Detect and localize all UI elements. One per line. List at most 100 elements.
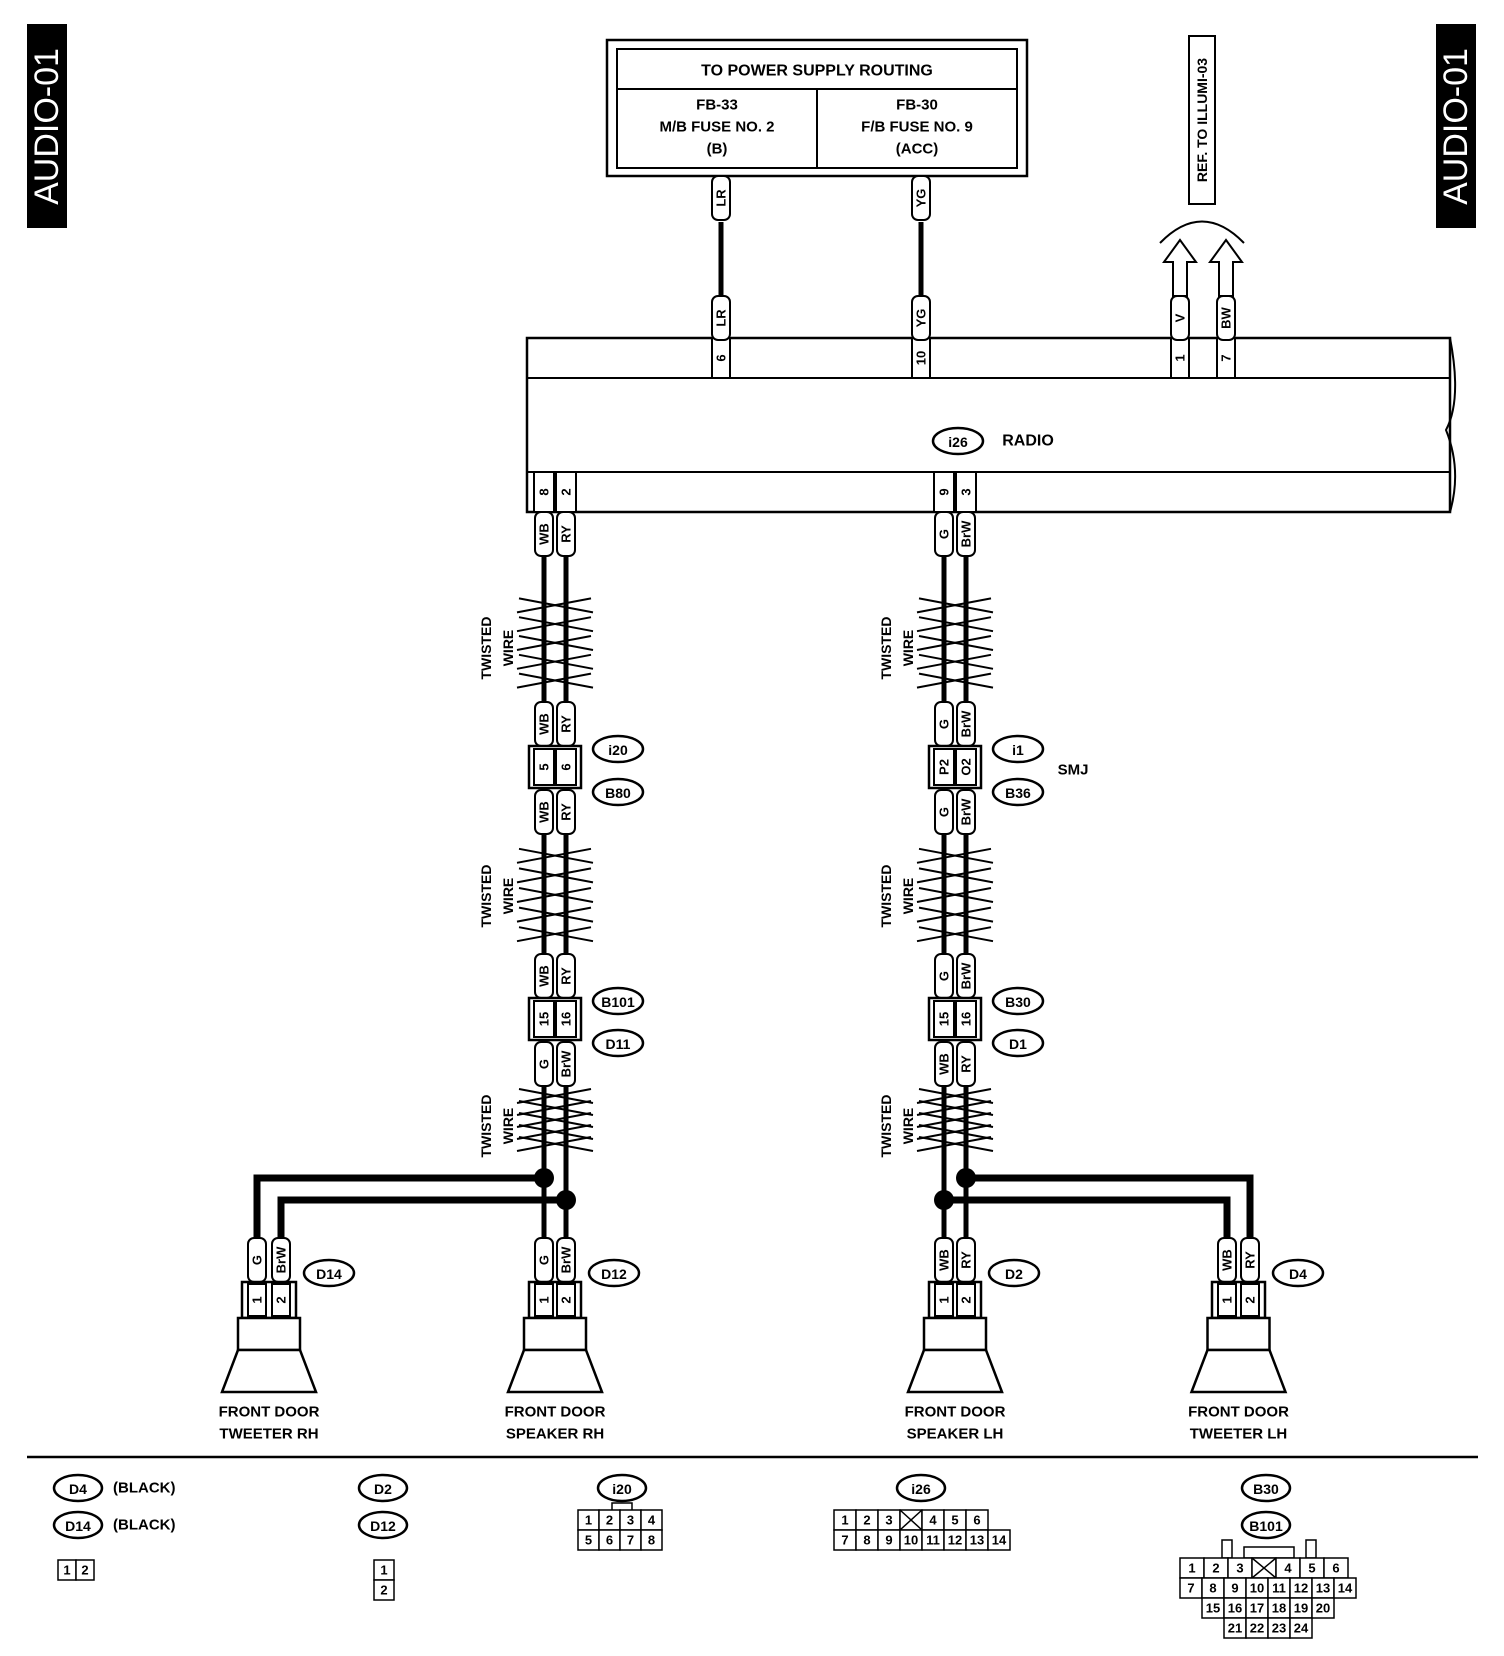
rh-chain-conn-a-pin <box>555 748 577 786</box>
twisted-label: TWISTED <box>478 617 494 680</box>
speaker-D2-name-line2: SPEAKER LH <box>907 1426 1004 1443</box>
legend-d14-oval <box>52 1510 104 1540</box>
lh-chain-conn-a-pin <box>955 748 977 786</box>
radio-body <box>525 336 1452 514</box>
lh-chain-twist-stroke <box>918 597 994 614</box>
top-pin-number: 6 <box>714 354 729 361</box>
legend-b101-label: B101 <box>1249 1518 1283 1534</box>
legend-g5r2-cell-label: 11 <box>1272 1581 1286 1596</box>
splice-dot <box>534 1168 554 1188</box>
page-tag-right: AUDIO-01 <box>1436 24 1476 228</box>
rh-chain-b1-label: RY <box>559 803 574 821</box>
rh-chain-c0-label: WB <box>537 965 552 987</box>
legend-g4a-cell-label: 4 <box>929 1513 937 1528</box>
rh-chain-conn-b-bottom-label: D11 <box>606 1036 631 1052</box>
legend-b30-oval <box>1240 1473 1292 1503</box>
rh-chain-conn-b-pin-label: 15 <box>537 1012 552 1026</box>
twisted-label: WIRE <box>900 1108 916 1145</box>
lh-chain-twist-stroke <box>918 635 994 651</box>
lh-chain-twist-stroke <box>918 847 994 864</box>
rh-chain-twist-stroke <box>518 1112 594 1128</box>
speaker-D12-magnet <box>522 1316 588 1352</box>
lh-chain-twist-stroke <box>918 1112 994 1128</box>
radio-break-edge <box>1444 337 1457 513</box>
top-pin-wire-tag <box>1216 295 1236 341</box>
bottom-pin-number: 8 <box>537 488 552 495</box>
lh-chain-a2-label: G <box>937 719 952 729</box>
legend-d4-color: (BLACK) <box>113 1480 175 1497</box>
speaker-D2-pin <box>956 1283 976 1317</box>
legend-g4a-cell-label: 6 <box>973 1513 980 1528</box>
lh-chain-twist-stroke <box>918 1088 994 1104</box>
legend-g5r1-x <box>1251 1557 1277 1579</box>
speaker-D4-pin-label: 1 <box>1220 1296 1235 1303</box>
rh-chain-conn-a-pin <box>533 748 555 786</box>
twisted-label: TWISTED <box>878 617 894 680</box>
twisted-label: WIRE <box>900 630 916 667</box>
legend-g1-pin: 2 <box>81 1563 88 1578</box>
top-pin-wire-label: LR <box>714 309 729 327</box>
speaker-D14-name-line1: FRONT DOOR <box>219 1404 320 1421</box>
speaker-D14-pin-label: 2 <box>274 1296 289 1303</box>
twisted-label: TWISTED <box>878 865 894 928</box>
lh-chain-d0-label: WB <box>937 1053 952 1075</box>
page-tag-left: AUDIO-01 <box>27 24 67 228</box>
lh-chain-twist-stroke <box>918 926 994 943</box>
lh-chain-a0-label: G <box>937 529 952 539</box>
lh-chain-conn-b-pin-label: 15 <box>937 1012 952 1026</box>
rh-chain-conn-b-pin-label: 16 <box>559 1012 574 1026</box>
power-right-code: FB-30 <box>896 97 938 114</box>
rh-chain-twist-stroke <box>518 906 594 923</box>
lh-chain-conn-b-top-label: B30 <box>1005 994 1031 1010</box>
legend-g4b-cell-label: 13 <box>970 1533 984 1548</box>
speaker-D4-name-line2: TWEETER LH <box>1190 1426 1288 1443</box>
lh-chain-twist-stroke <box>918 616 994 633</box>
legend-g5r1-cell-label: 5 <box>1308 1561 1315 1576</box>
legend-g3-cell-label: 7 <box>627 1533 634 1548</box>
speaker-D14-w0-label: G <box>250 1255 265 1265</box>
legend-d14-color: (BLACK) <box>113 1517 175 1534</box>
speaker-D2-name-line1: FRONT DOOR <box>905 1404 1006 1421</box>
lh-chain-conn-a-pin-label: P2 <box>937 759 952 775</box>
lh-chain-conn-b-pin <box>955 1000 977 1038</box>
twisted-label: WIRE <box>500 878 516 915</box>
power-left-line1: M/B FUSE NO. 2 <box>659 119 774 136</box>
bottom-pin-number: 2 <box>559 488 574 495</box>
legend-g1-pin: 1 <box>63 1563 70 1578</box>
legend-g5-tab <box>1305 1539 1317 1559</box>
legend-g5r3-cell <box>1311 1597 1335 1619</box>
legend-b30-label: B30 <box>1253 1481 1279 1497</box>
legend-g4b-cell-label: 7 <box>841 1533 848 1548</box>
rh-chain-a0-label: WB <box>537 523 552 545</box>
bottom-pin-number: 9 <box>937 488 952 495</box>
legend-g5r2-cell-label: 7 <box>1187 1581 1194 1596</box>
speaker-D14-pin-label: 1 <box>250 1296 265 1303</box>
lh-chain-conn-b-top-oval <box>991 986 1045 1016</box>
lh-chain-conn-b-pin-label: 16 <box>959 1012 974 1026</box>
speaker-D12-w1-label: BrW <box>559 1246 574 1273</box>
lh-chain-conn-a-pin-label: O2 <box>959 758 974 775</box>
legend-i26-label: i26 <box>911 1481 931 1497</box>
legend-g2-pin: 1 <box>380 1563 387 1578</box>
speaker-D4-name-line1: FRONT DOOR <box>1188 1404 1289 1421</box>
speaker-D4-pin <box>1240 1283 1260 1317</box>
legend-g5r2-cell-label: 12 <box>1294 1581 1308 1596</box>
legend-g5r2-cell-label: 14 <box>1338 1581 1353 1596</box>
rh-branch-g <box>253 1174 544 1238</box>
speaker-D2-pin <box>934 1283 954 1317</box>
legend-d4-label: D4 <box>69 1481 87 1497</box>
rh-chain-conn-b-top-oval <box>591 986 645 1016</box>
speaker-D12-connector-oval <box>587 1258 641 1288</box>
legend-d2-label: D2 <box>374 1481 392 1497</box>
top-pin-number: 7 <box>1219 354 1234 361</box>
speaker-D2-magnet <box>922 1316 988 1352</box>
rh-branch-brw <box>277 1196 566 1238</box>
legend-g4a-cell-label: 3 <box>885 1513 892 1528</box>
rh-chain-twist-stroke <box>518 887 594 903</box>
lh-chain-conn-a-bottom-label: B36 <box>1005 785 1031 801</box>
rh-chain-twist-stroke <box>518 616 594 633</box>
twisted-label: WIRE <box>500 1108 516 1145</box>
lh-chain-conn-a-top-label: i1 <box>1012 742 1024 758</box>
speaker-D2-cone-icon <box>906 1348 1004 1394</box>
ref-label: REF. TO ILLUMI-03 <box>1194 58 1210 182</box>
